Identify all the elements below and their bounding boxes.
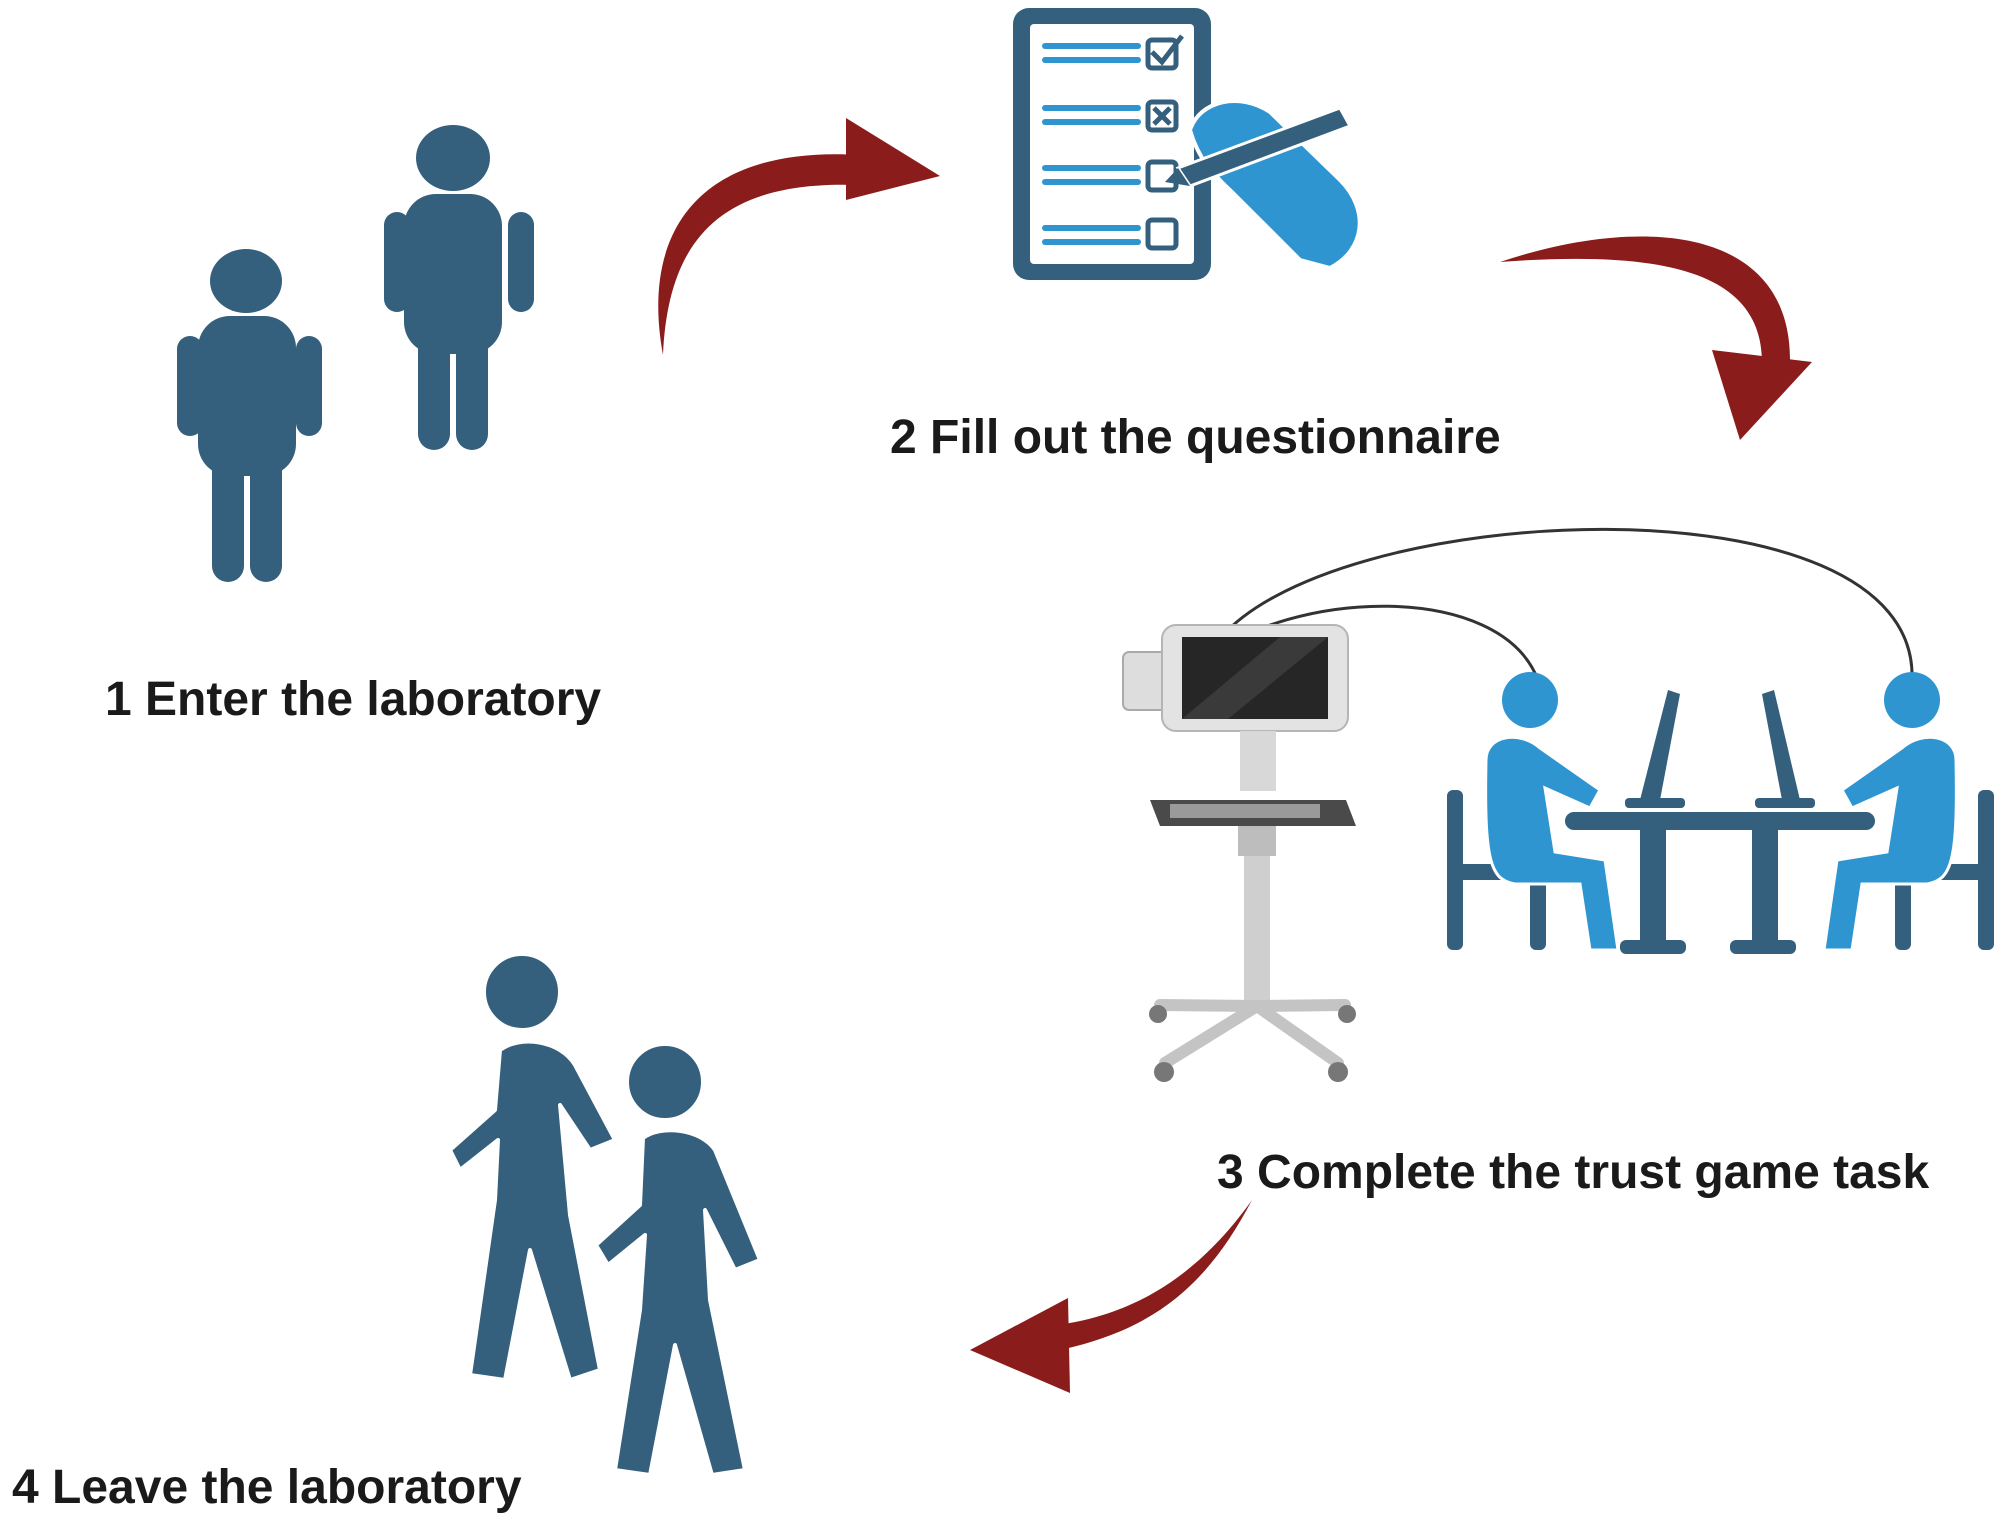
arrow-step2-to-step3 [1500, 236, 1812, 440]
two-standing-people-icon [177, 125, 534, 582]
standing-person-back [384, 125, 534, 450]
walking-person-back [448, 952, 617, 1382]
hand-with-pen-icon [1165, 99, 1362, 271]
walking-person-front [594, 1042, 762, 1477]
step-3-label: 3 Complete the trust game task [1217, 1146, 1930, 1199]
two-walking-people-icon [448, 952, 762, 1477]
eeg-monitor-cart [1122, 624, 1356, 1082]
step-2-label: 2 Fill out the questionnaire [890, 411, 1501, 464]
player-left [1447, 672, 1620, 952]
step-1-label: 1 Enter the laboratory [105, 673, 602, 726]
questionnaire-clipboard-icon [1013, 8, 1362, 280]
player-right [1822, 672, 1994, 952]
standing-person-front [177, 249, 322, 582]
eeg-monitor-and-two-players-icon [1122, 527, 1994, 1082]
arrow-step3-to-step4 [970, 1200, 1252, 1393]
arrow-step1-to-step2 [658, 118, 940, 355]
step-4-label: 4 Leave the laboratory [12, 1461, 522, 1514]
game-table [1565, 690, 1875, 954]
